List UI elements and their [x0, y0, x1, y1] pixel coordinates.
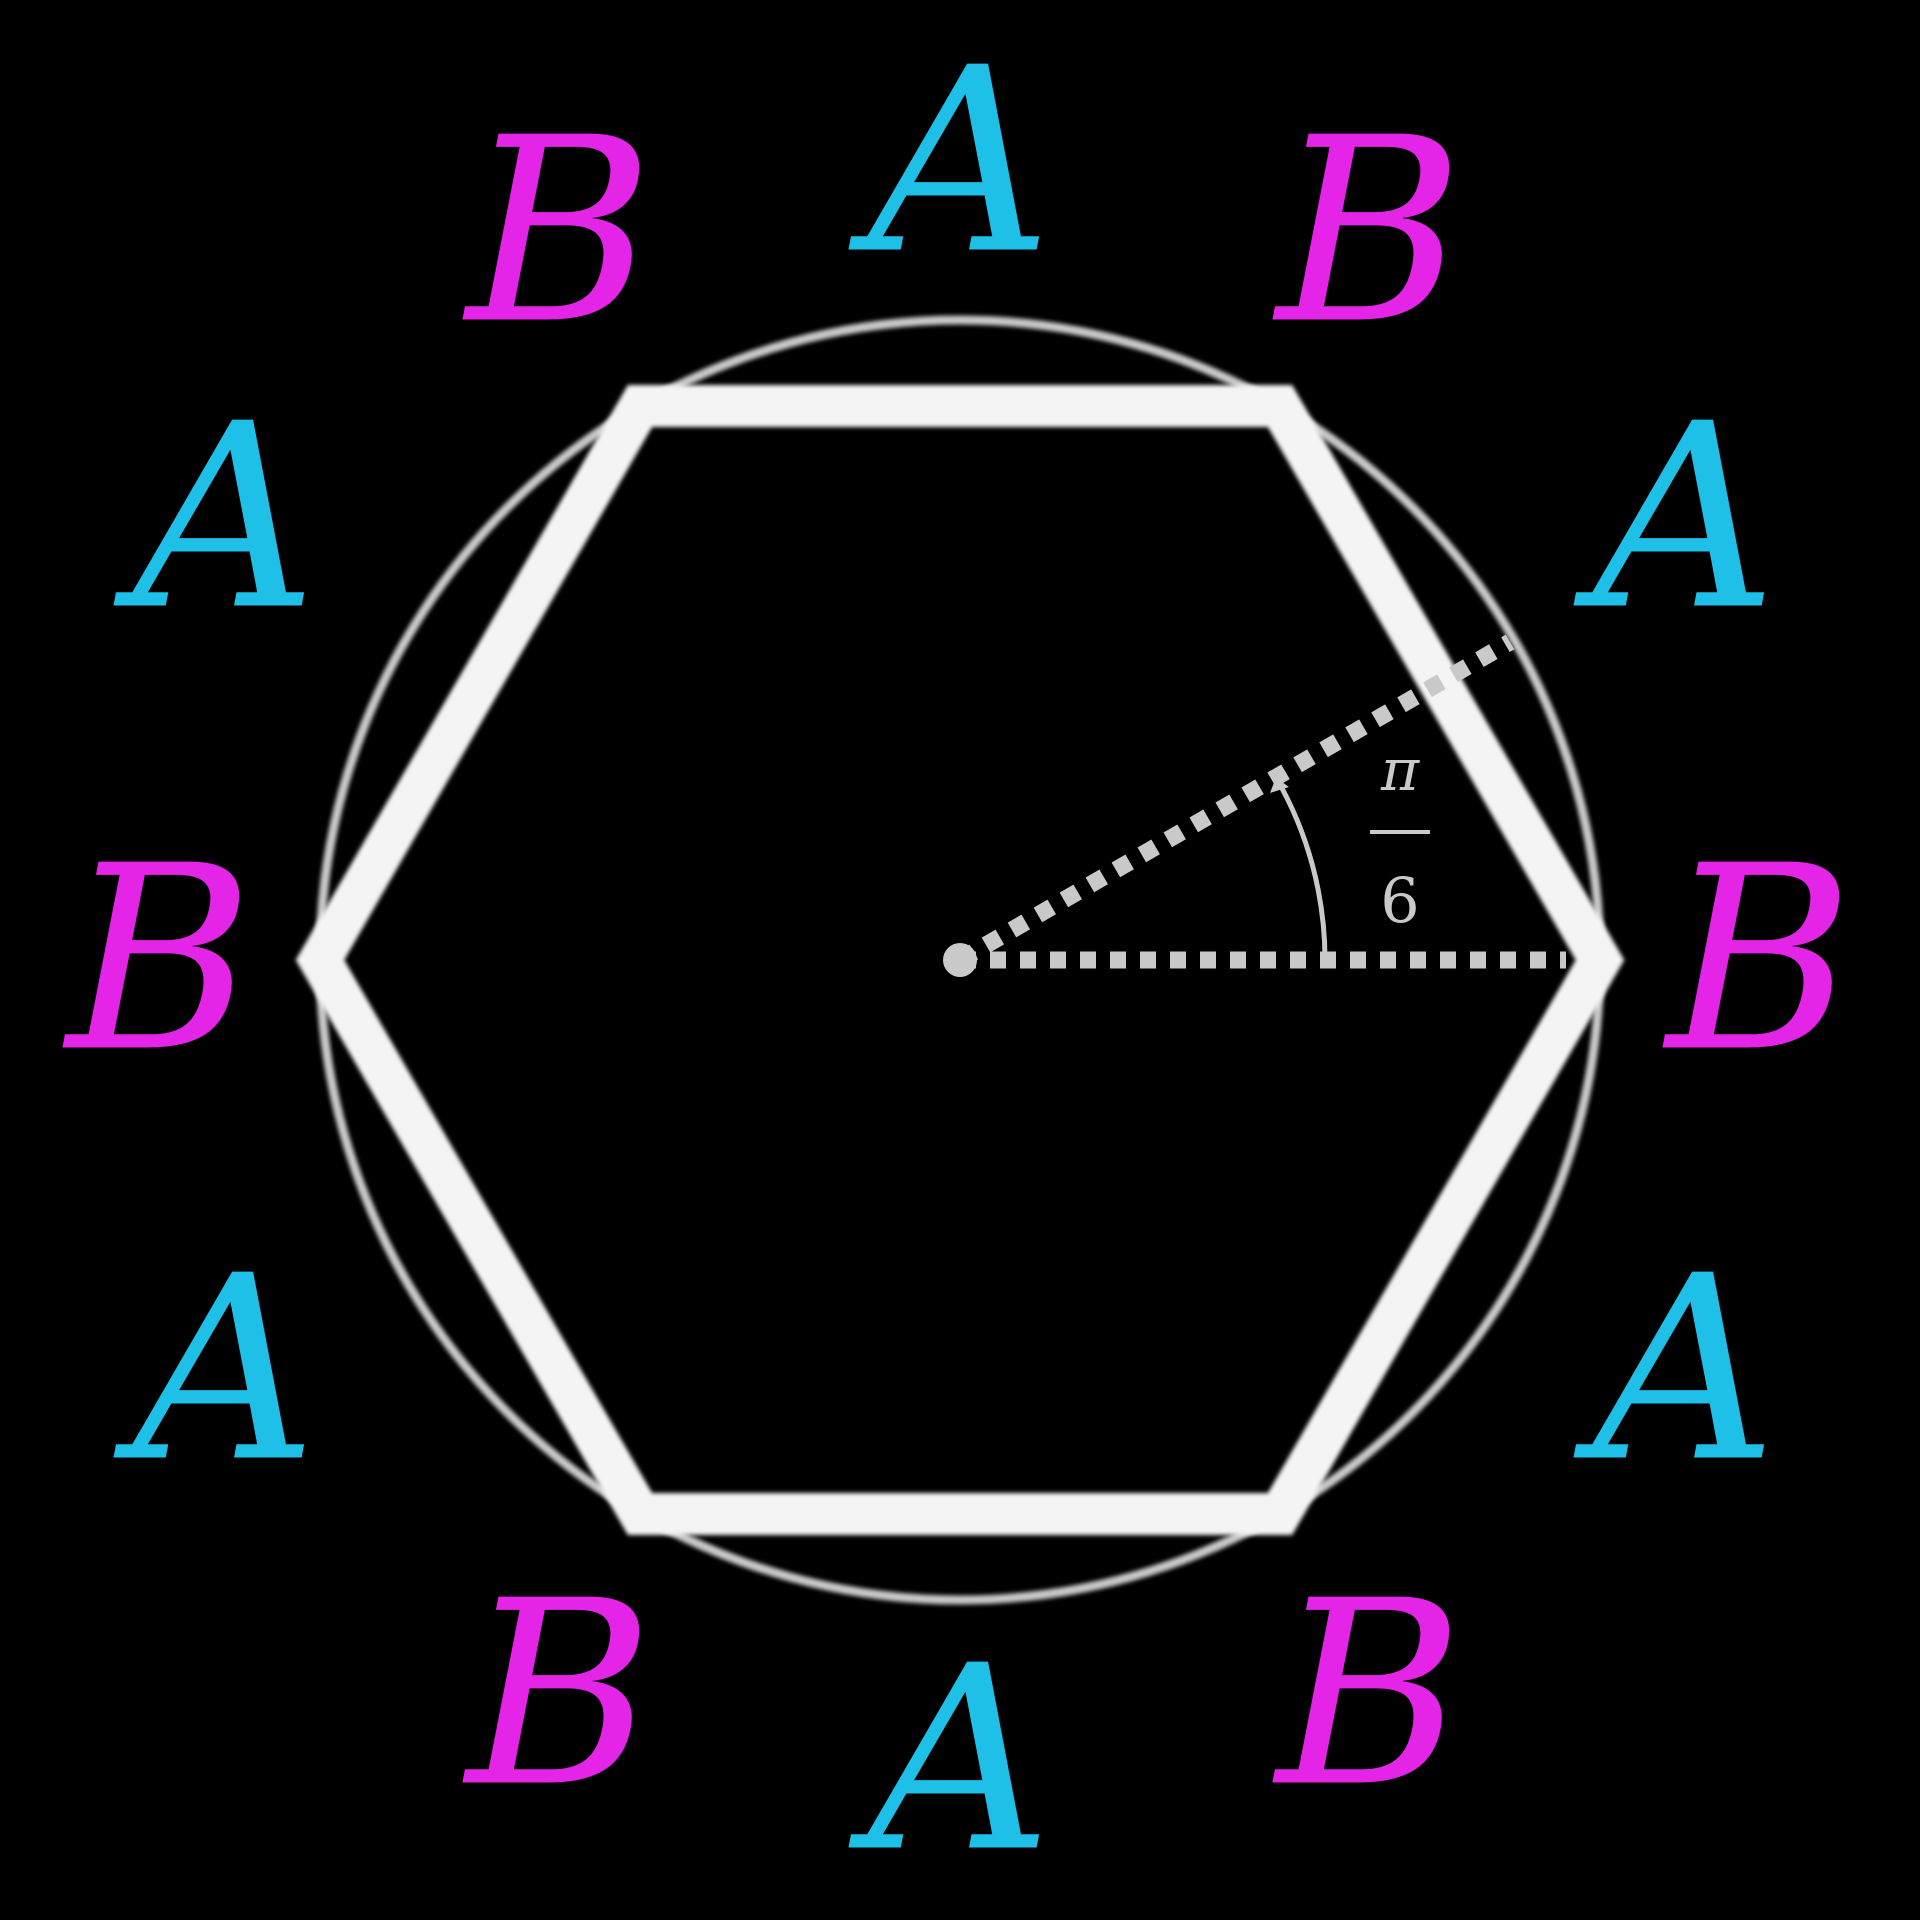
label-left-b: B [62, 812, 253, 1109]
angle-arc [1273, 776, 1328, 961]
label-bottom-right-b: B [1272, 1547, 1463, 1844]
center-point [943, 943, 977, 977]
angle-denominator: 6 [1380, 864, 1419, 937]
hexagon [295, 385, 1625, 1535]
label-left-upper-a: A [113, 370, 317, 667]
vertex-labels: B A A B A B B A B B A A [62, 14, 1853, 1909]
angle-numerator: π [1380, 736, 1420, 804]
angle-arc-arrowhead [1270, 777, 1289, 793]
label-right-lower-a: A [1573, 1222, 1777, 1519]
label-top-left-b: B [462, 84, 653, 381]
label-right-b: B [1662, 812, 1853, 1109]
label-bottom-a: A [848, 1612, 1052, 1909]
angle-label: π 6 [1370, 736, 1430, 937]
label-right-upper-a: A [1573, 370, 1777, 667]
label-bottom-left-b: B [462, 1547, 653, 1844]
inclined-radius-dashed [955, 634, 1515, 968]
label-top-a: A [848, 14, 1052, 311]
label-top-right-b: B [1272, 84, 1463, 381]
label-left-lower-a: A [113, 1222, 317, 1519]
